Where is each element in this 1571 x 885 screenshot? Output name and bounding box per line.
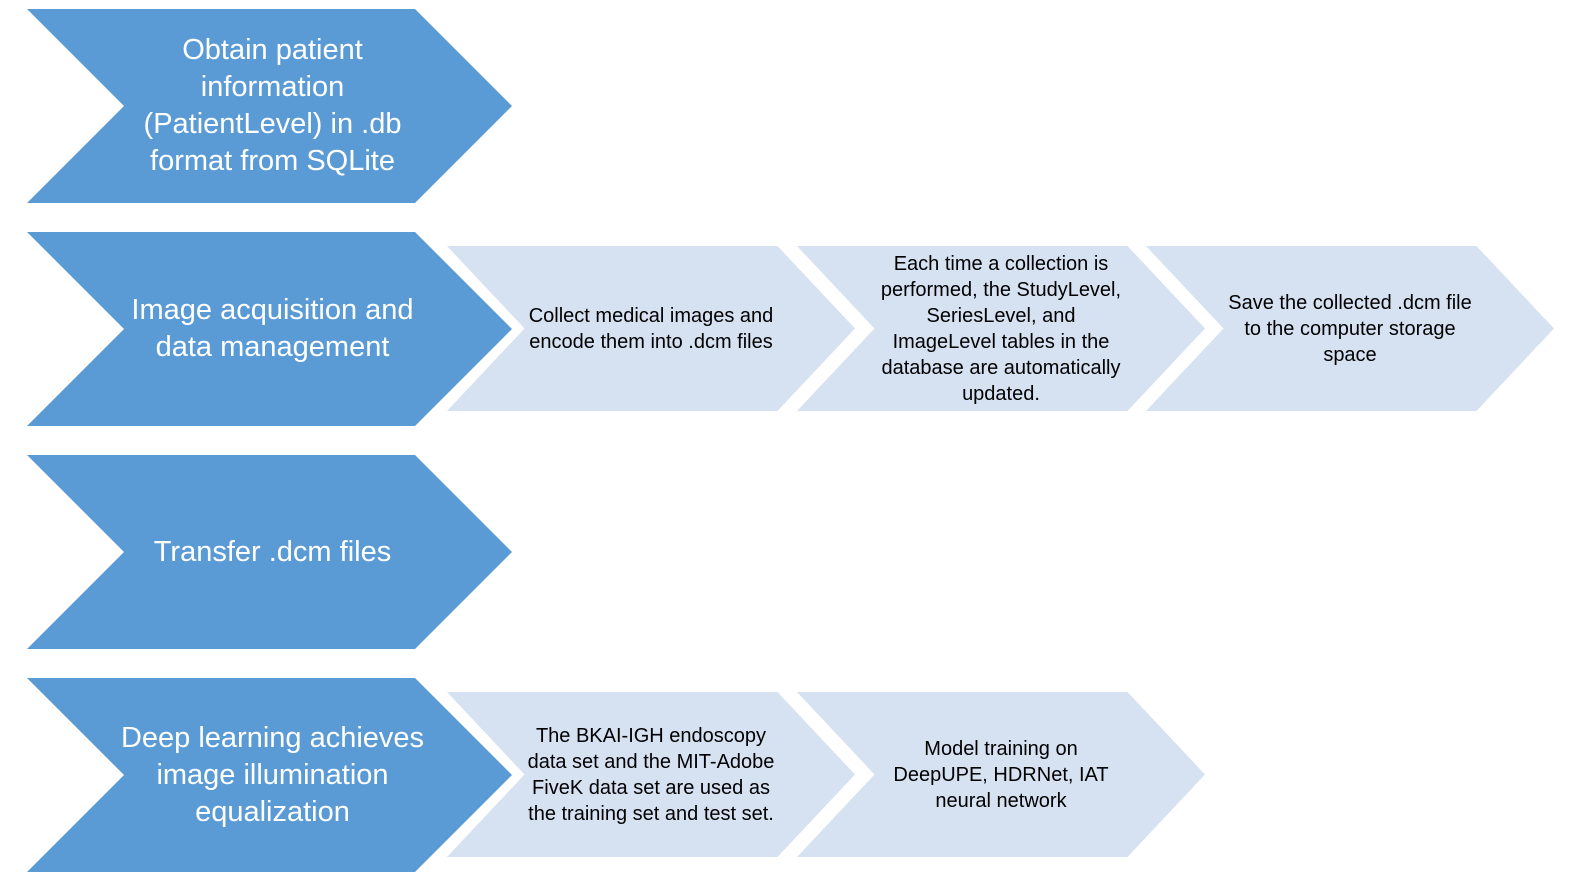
step-label-save-dcm: Save the collected .dcm file to the comp… (1228, 291, 1472, 366)
stage-chevron-image-acquisition: Image acquisition and data management (27, 232, 512, 426)
stage-label-image-acquisition: Image acquisition and data management (131, 294, 414, 363)
step-label-collect-images: Collect medical images and encode them i… (528, 304, 774, 353)
step-chevron-update-tables: Each time a collection is performed, the… (797, 246, 1205, 411)
stage-row-deep-learning: Deep learning achieves image illuminatio… (0, 678, 1571, 872)
stage-chevron-transfer: Transfer .dcm files (27, 455, 512, 649)
stage-chevron-patient-info: Obtain patient information (PatientLevel… (27, 9, 512, 203)
step-chevron-model-training: Model training on DeepUPE, HDRNet, IAT n… (797, 692, 1205, 857)
stage-label-deep-learning: Deep learning achieves image illuminatio… (120, 721, 425, 828)
step-chevron-datasets: The BKAI-IGH endoscopy data set and the … (447, 692, 855, 857)
stage-row-transfer: Transfer .dcm files (0, 455, 1571, 649)
stage-label-patient-info: Obtain patient information (PatientLevel… (143, 34, 402, 177)
stage-row-patient-info: Obtain patient information (PatientLevel… (0, 9, 1571, 203)
stage-row-image-acquisition: Image acquisition and data management Co… (0, 232, 1571, 426)
step-chevron-save-dcm: Save the collected .dcm file to the comp… (1146, 246, 1554, 411)
stage-chevron-deep-learning: Deep learning achieves image illuminatio… (27, 678, 512, 872)
step-label-model-training: Model training on DeepUPE, HDRNet, IAT n… (893, 737, 1109, 812)
step-label-datasets: The BKAI-IGH endoscopy data set and the … (527, 724, 775, 825)
stage-label-transfer: Transfer .dcm files (153, 535, 392, 568)
step-label-update-tables: Each time a collection is performed, the… (880, 252, 1122, 405)
